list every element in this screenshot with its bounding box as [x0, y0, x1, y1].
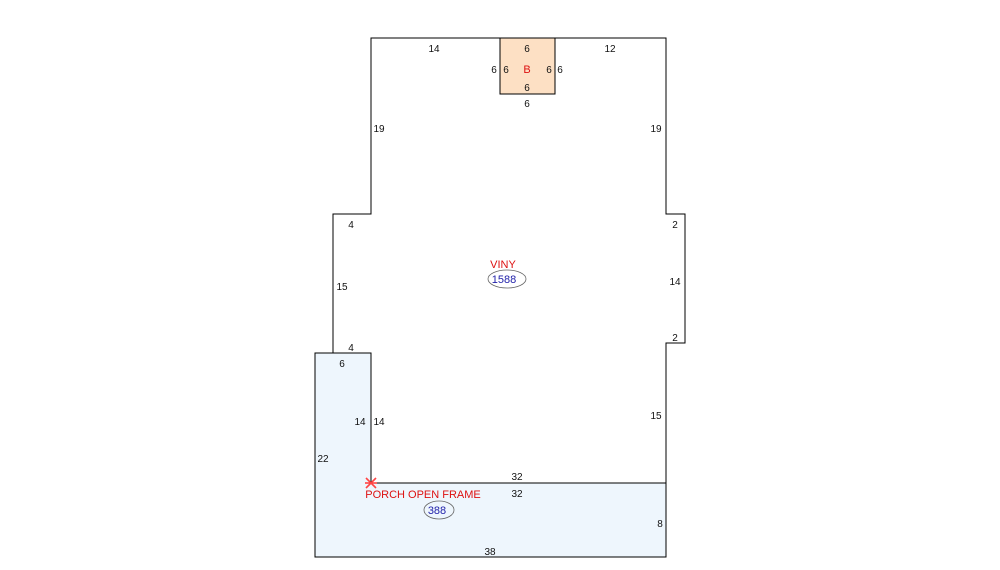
- bay-label: B: [523, 64, 530, 76]
- dim-porch-bottom: 38: [484, 547, 496, 558]
- porch-area-outline[interactable]: [314, 352, 667, 558]
- dim-main-right-mid: 14: [669, 277, 681, 288]
- dim-main-right-jog-bottom: 2: [672, 333, 678, 344]
- dim-main-right-jog-top: 2: [672, 220, 678, 231]
- dim-main-upper-right: 19: [650, 124, 662, 135]
- dim-porch-right: 8: [657, 519, 663, 530]
- dim-main-left-jog-top: 4: [348, 220, 354, 231]
- main-area-label: VINY: [490, 259, 516, 271]
- dim-main-left-mid: 15: [336, 282, 348, 293]
- porch-origin-marker: [365, 477, 377, 489]
- dim-main-bottom: 32: [511, 472, 523, 483]
- porch-area-label: PORCH OPEN FRAME: [365, 489, 481, 501]
- dim-main-top-right: 12: [604, 44, 616, 55]
- dim-porch-inner: 14: [354, 417, 366, 428]
- porch-area-value: 388: [428, 505, 446, 517]
- dim-bay-left-inner: 6: [503, 65, 509, 76]
- dim-main-porch-inner-left: 14: [373, 417, 385, 428]
- dim-main-top-left: 14: [428, 44, 440, 55]
- main-area-value-ellipse: [487, 269, 527, 289]
- dim-bay-right-outer: 6: [557, 65, 563, 76]
- dim-main-right-lower: 15: [650, 411, 662, 422]
- main-area-value: 1588: [492, 274, 516, 286]
- dim-bay-top-inner: 6: [524, 44, 530, 55]
- dim-bay-right-inner: 6: [546, 65, 552, 76]
- dim-porch-top-stub: 6: [339, 359, 345, 370]
- dim-main-upper-left: 19: [373, 124, 385, 135]
- dim-bay-bottom-outer: 6: [524, 99, 530, 110]
- dim-main-left-jog-bottom: 4: [348, 343, 354, 354]
- porch-area-value-ellipse: [423, 500, 455, 520]
- bay-box[interactable]: [499, 37, 556, 95]
- dim-porch-left: 22: [317, 454, 329, 465]
- dim-bay-left-outer: 6: [491, 65, 497, 76]
- dim-bay-bottom-inner: 6: [524, 83, 530, 94]
- dim-porch-top: 32: [511, 489, 523, 500]
